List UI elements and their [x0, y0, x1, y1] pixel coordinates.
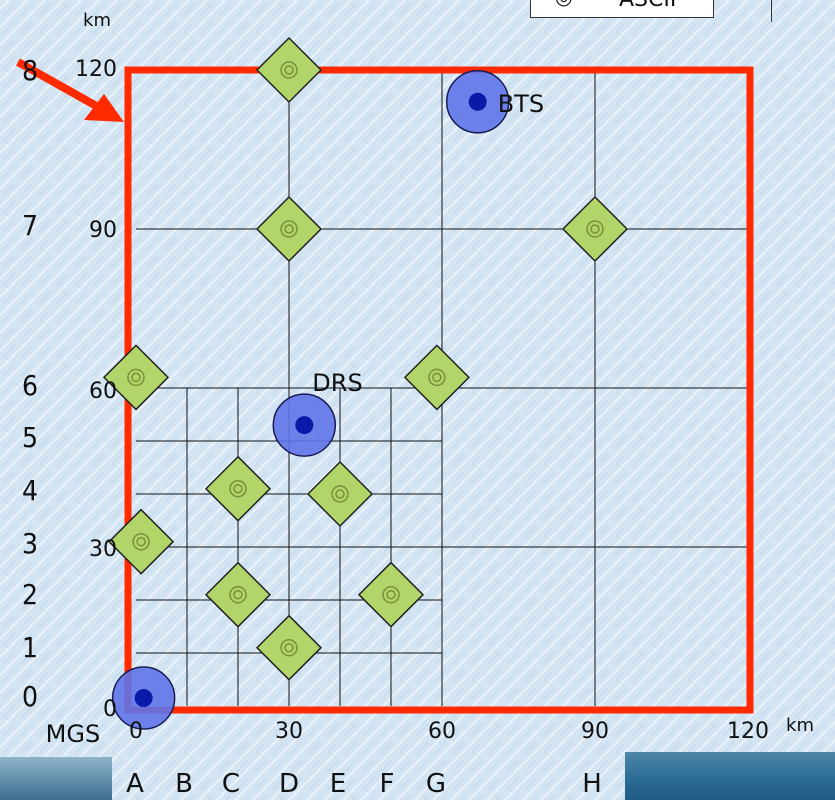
- row-label: 4: [22, 474, 38, 507]
- column-label: D: [279, 769, 299, 799]
- x-unit-label: km: [786, 715, 814, 736]
- sensor-marker: [257, 38, 321, 102]
- x-tick-label: 90: [581, 719, 609, 744]
- row-label: 0: [22, 680, 38, 713]
- sensor-diamond: [257, 616, 321, 680]
- station-dot: [469, 93, 487, 111]
- station-label-mgs: MGS: [46, 720, 101, 748]
- sensor-marker: [206, 563, 270, 627]
- y-tick-label: 30: [89, 537, 117, 562]
- station-dot: [135, 689, 153, 707]
- sensor-diamond: [257, 197, 321, 261]
- column-label: C: [222, 769, 240, 799]
- sensor-diamond: [563, 197, 627, 261]
- sensor-diamond: [206, 563, 270, 627]
- station-label-drs: DRS: [312, 369, 362, 397]
- station-label-bts: BTS: [498, 90, 544, 118]
- sensor-diamond: [109, 510, 173, 574]
- sensor-marker: [109, 510, 173, 574]
- sensor-diamond: [359, 563, 423, 627]
- sensor-marker: [257, 616, 321, 680]
- sensor-diamond: [405, 345, 469, 409]
- column-label: A: [126, 769, 144, 799]
- row-label: 6: [22, 369, 38, 402]
- y-tick-label: 60: [89, 379, 117, 404]
- sensor-marker: [257, 197, 321, 261]
- row-label: 1: [22, 631, 38, 664]
- station-bts: BTS: [447, 71, 544, 133]
- column-label: E: [330, 769, 346, 799]
- column-label: H: [582, 769, 602, 799]
- y-tick-label: 90: [89, 218, 117, 243]
- row-label: 5: [22, 421, 38, 454]
- y-unit-label: km: [83, 10, 111, 31]
- row-label: 8: [22, 54, 38, 87]
- x-tick-label: 120: [727, 719, 769, 744]
- sensor-marker: [308, 462, 372, 526]
- y-tick-label: 0: [103, 697, 117, 722]
- row-label: 7: [22, 209, 38, 242]
- sensor-markers: [104, 38, 627, 680]
- x-tick-label: 60: [428, 719, 456, 744]
- row-label: 2: [22, 578, 38, 611]
- sensor-diamond: [206, 457, 270, 521]
- station-dot: [295, 416, 313, 434]
- station-drs: DRS: [273, 369, 362, 456]
- column-label: F: [380, 769, 395, 799]
- y-tick-label: 120: [75, 57, 117, 82]
- row-label: 3: [22, 527, 38, 560]
- sensor-marker: [405, 345, 469, 409]
- x-tick-label: 30: [275, 719, 303, 744]
- column-label: G: [426, 769, 446, 799]
- column-label: B: [175, 769, 193, 799]
- sensor-diamond: [308, 462, 372, 526]
- sensor-marker: [359, 563, 423, 627]
- sensor-marker: [563, 197, 627, 261]
- x-tick-label: 0: [129, 719, 143, 744]
- sensor-marker: [206, 457, 270, 521]
- sensor-diamond: [257, 38, 321, 102]
